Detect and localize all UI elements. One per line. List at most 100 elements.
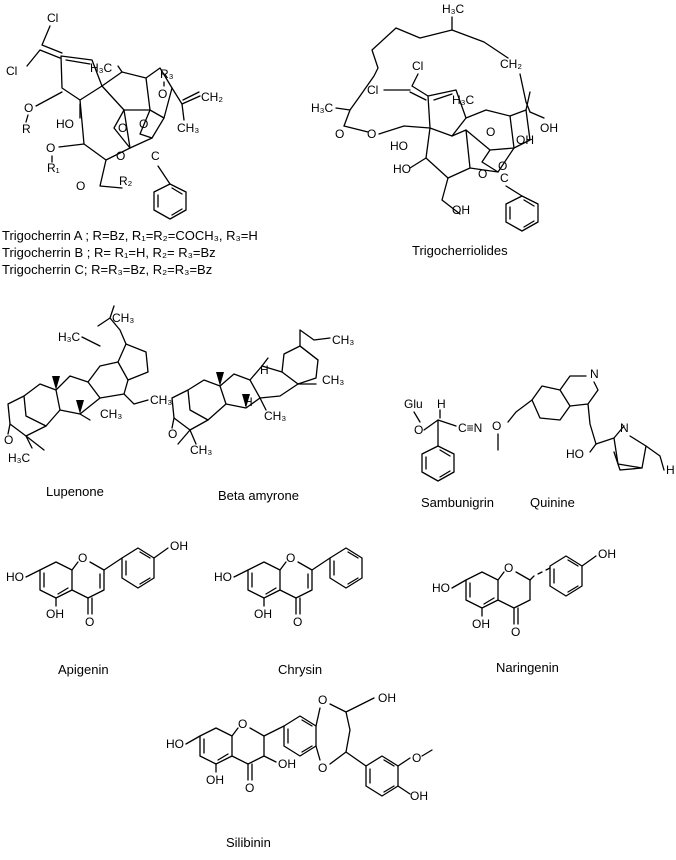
atom-cn: C≡N — [458, 421, 482, 435]
atom-cl-3: Cl — [412, 59, 423, 73]
atom-r3: R₃ — [160, 67, 174, 81]
atom-o-cage-4: O — [486, 125, 495, 139]
atom-ho-nar-7: HO — [432, 581, 450, 595]
atom-o-cage-1: O — [118, 121, 127, 135]
atom-ho-chr-7: HO — [214, 570, 232, 584]
atom-o-cage-2: O — [139, 117, 148, 131]
atom-o-amy: O — [168, 427, 177, 441]
atom-o-sil-d1: O — [318, 693, 327, 707]
atom-o-r1: O — [46, 141, 55, 155]
atom-r1: R₁ — [47, 161, 60, 175]
structure-lupenone: CH₃ H₃C CH₃ CH₃ O H₃C — [4, 305, 172, 465]
atom-cl-4: Cl — [367, 83, 378, 97]
atom-oh-2: OH — [516, 133, 534, 147]
structure-naringenin: HO O O OH OH — [432, 547, 616, 639]
atom-o-ester: O — [367, 127, 376, 141]
atom-r: R — [22, 122, 31, 136]
atom-oh-api-5: OH — [46, 607, 64, 621]
atom-ch3-lup-1: CH₃ — [150, 393, 172, 407]
atom-oh-chr-5: OH — [254, 607, 272, 621]
caption-sambunigrin: Sambunigrin — [421, 495, 494, 510]
atom-o-sil-d2: O — [318, 761, 327, 775]
atom-c-ortho: C — [151, 149, 160, 163]
structure-trigocherrin: Cl Cl O R HO O R₁ O R₂ O O O C H₃C — [6, 11, 223, 220]
atom-o-r: O — [24, 101, 33, 115]
atom-ch3-amy-1: CH₃ — [332, 333, 354, 347]
atom-h3c-1: H₃C — [90, 61, 113, 75]
atom-n-quin: N — [590, 367, 599, 381]
atom-ch2-macro: CH₂ — [500, 57, 522, 71]
atom-oh-sil-3: OH — [278, 757, 296, 771]
atom-ch2-1: CH₂ — [201, 90, 223, 104]
atom-ho-sil-7: HO — [166, 737, 184, 751]
atom-oh-sil-5: OH — [206, 773, 224, 787]
atom-o-samb: O — [414, 423, 423, 437]
caption-chrysin: Chrysin — [278, 662, 323, 677]
atom-oh-api-4p: OH — [170, 539, 188, 553]
atom-c-ortho-2: C — [500, 171, 509, 185]
atom-o-cage-5: O — [478, 167, 487, 181]
atom-ho-api-7: HO — [6, 570, 24, 584]
caption-beta-amyrone: Beta amyrone — [218, 488, 299, 503]
atom-oh-sil-4p: OH — [410, 789, 428, 803]
trigocherrin-legend-b: Trigocherrin B ; R= R₁=H, R₂= R₃=Bz — [2, 245, 216, 260]
atom-o-sil-keto: O — [245, 781, 254, 795]
atom-o-chr-ring: O — [286, 551, 295, 565]
atom-o-nar-ring: O — [504, 561, 513, 575]
atom-ho-3: HO — [393, 162, 411, 176]
atom-o-api-keto: O — [85, 615, 94, 629]
structure-silibinin: HO O O OH OH O O OH O OH — [166, 691, 433, 803]
atom-h3c-2: H₃C — [452, 93, 475, 107]
atom-glu: Glu — [404, 397, 423, 411]
atom-ch3-amy-2: CH₃ — [322, 373, 344, 387]
atom-cl-2: Cl — [6, 64, 17, 78]
atom-oh-nar-5: OH — [472, 617, 490, 631]
atom-o-sil-ring: O — [238, 717, 247, 731]
atom-oh-nar-4p: OH — [598, 547, 616, 561]
caption-naringenin: Naringenin — [496, 660, 559, 675]
atom-r2: R₂ — [119, 174, 133, 188]
atom-o-ester-carbonyl: O — [335, 127, 344, 141]
atom-ch3-amy-4: CH₃ — [190, 443, 212, 457]
caption-trigocherriolides: Trigocherriolides — [412, 243, 508, 258]
atom-oh-1: OH — [452, 203, 470, 217]
atom-h2c-lup: H₃C — [58, 330, 81, 344]
trigocherrin-legend-a: Trigocherrin A ; R=Bz, R₁=R₂=COCH₃, R₃=H — [2, 228, 258, 243]
atom-h3c-ester: H₃C — [311, 101, 334, 115]
structure-quinine: N O HO N H — [492, 367, 675, 477]
atom-o-cage-6: O — [498, 159, 507, 173]
atom-ho-quin: HO — [566, 447, 584, 461]
atom-ome: O — [492, 419, 501, 433]
caption-lupenone: Lupenone — [46, 484, 104, 499]
atom-o-cage-3: O — [116, 149, 125, 163]
atom-o-api-ring: O — [78, 551, 87, 565]
structure-chrysin: HO O O OH — [214, 547, 363, 629]
atom-o-lup: O — [4, 433, 13, 447]
atom-oh-sil-ch2: OH — [378, 691, 396, 705]
atom-h-quin: H — [666, 463, 675, 477]
atom-ho-1: HO — [56, 117, 74, 131]
atom-ch3-lup-top: CH₃ — [112, 311, 134, 325]
atom-ch3-lup-2: CH₃ — [100, 407, 122, 421]
atom-h3c-lup: H₃C — [8, 451, 31, 465]
atom-oh-3: OH — [540, 121, 558, 135]
caption-quinine: Quinine — [530, 495, 575, 510]
atom-h-samb: H — [437, 397, 446, 411]
atom-n-quin-2: N — [620, 421, 629, 435]
trigocherrin-legend-c: Trigocherrin C; R=R₃=Bz, R₂=R₃=Bz — [2, 262, 213, 277]
atom-o-r2: O — [76, 179, 85, 193]
caption-silibinin: Silibinin — [226, 835, 271, 850]
atom-o-chr-keto: O — [293, 615, 302, 629]
structure-trigocherriolides: H₃C CH₂ Cl Cl H₃C O O HO HO OH H₃C O O O… — [311, 2, 558, 232]
atom-o-nar-keto: O — [511, 625, 520, 639]
caption-apigenin: Apigenin — [58, 662, 109, 677]
atom-cl-1: Cl — [47, 11, 58, 25]
atom-ch3-amy-3: CH₃ — [264, 409, 286, 423]
atom-h-amy: H — [260, 363, 269, 377]
atom-ome-sil: O — [412, 751, 421, 765]
atom-ho-2: HO — [390, 139, 408, 153]
atom-h3c-macro: H₃C — [442, 2, 465, 16]
structure-beta-amyrone: CH₃ CH₃ H H CH₃ O CH₃ — [168, 329, 354, 457]
